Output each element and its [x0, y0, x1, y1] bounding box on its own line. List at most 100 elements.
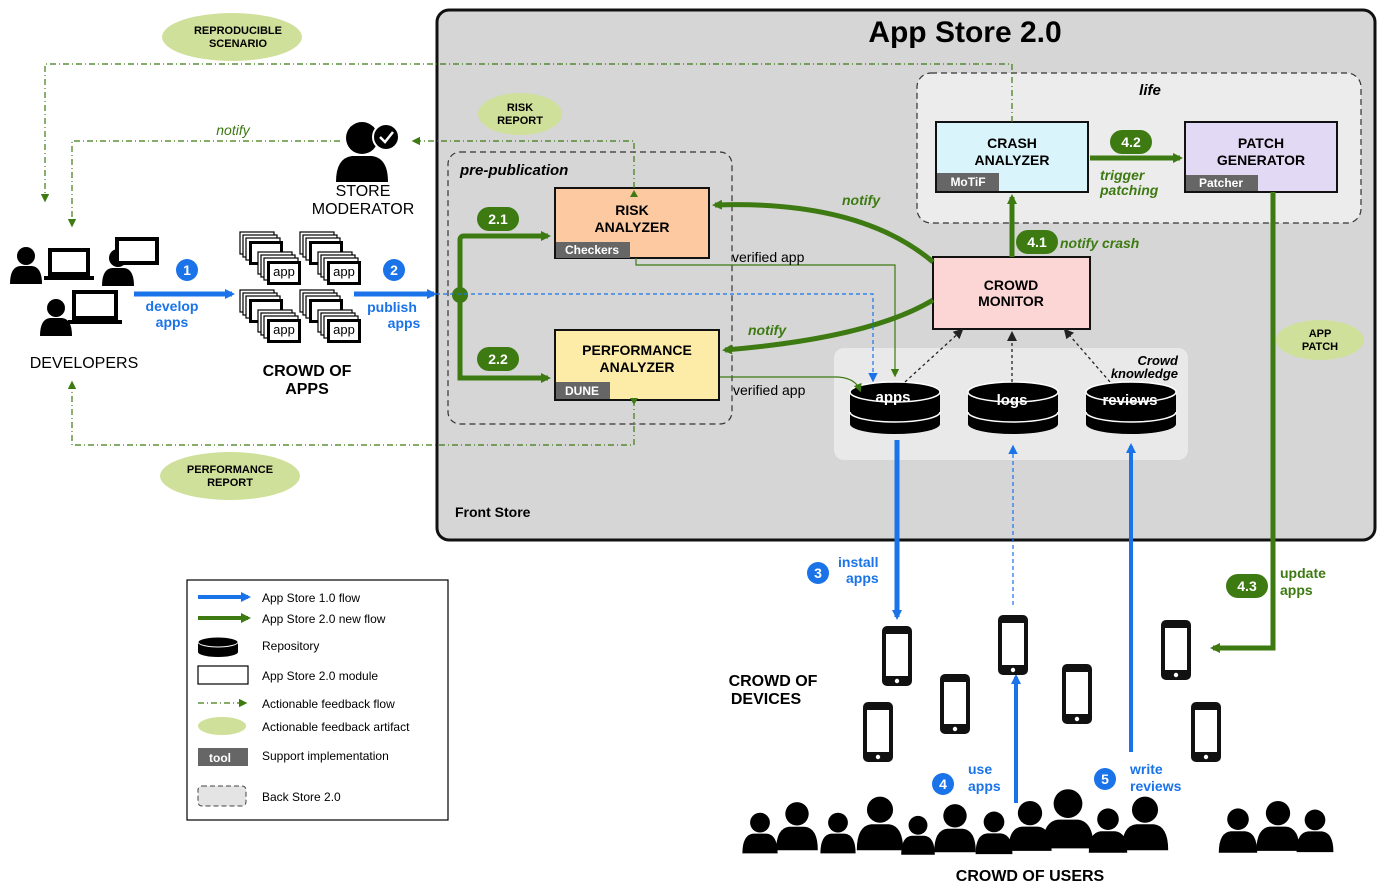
app-icon-labels: app app app app — [273, 264, 355, 337]
checkers-tool: Checkers — [565, 243, 619, 257]
flow-2-2 — [457, 295, 551, 383]
legend-tool-box — [198, 748, 248, 766]
crowd-knowledge-label-2: knowledge — [1111, 366, 1178, 381]
patch-generator-title-2: GENERATOR — [1217, 152, 1305, 168]
logs-repository-label: logs — [997, 392, 1028, 409]
app-store-title: App Store 2.0 — [868, 16, 1061, 49]
use-label-1: use — [968, 761, 992, 777]
app-patch-1: APP — [1309, 328, 1332, 340]
store-moderator-label-2: MODERATOR — [312, 201, 415, 218]
risk-analyzer-title-2: ANALYZER — [595, 219, 670, 235]
svg-text:app: app — [333, 322, 355, 337]
develop-label-1: develop — [146, 298, 199, 314]
svg-text:app: app — [333, 264, 355, 279]
store-moderator-icon — [336, 122, 400, 182]
performance-analyzer-title-1: PERFORMANCE — [582, 342, 692, 358]
risk-analyzer-module: RISK ANALYZER Checkers — [554, 187, 710, 259]
legend-back-store-box — [197, 785, 247, 807]
app-patch-2: PATCH — [1302, 341, 1338, 353]
crowd-monitor-notify-risk — [712, 199, 935, 264]
install-label-2: apps — [846, 570, 879, 586]
risk-report-artifact: RISK REPORT — [478, 93, 562, 135]
legend-tool-label: tool — [209, 751, 231, 765]
svg-text:2.1: 2.1 — [488, 211, 508, 227]
svg-text:4.2: 4.2 — [1121, 134, 1141, 150]
step-1: 1 — [176, 259, 198, 281]
motif-tool: MoTiF — [950, 175, 985, 189]
dune-tool: DUNE — [565, 384, 599, 398]
risk-report-flow — [411, 136, 635, 188]
step-4-3: 4.3 — [1226, 574, 1268, 598]
legend-module-box — [197, 665, 249, 685]
legend: App Store 1.0 flow App Store 2.0 new flo… — [186, 579, 449, 821]
notify-performance-label: notify — [748, 322, 787, 338]
crash-analyzer-module: CRASH ANALYZER MoTiF — [935, 121, 1089, 193]
trigger-label-1: trigger — [1100, 167, 1146, 183]
crowd-of-devices-label-2: DEVICES — [731, 691, 802, 708]
performance-analyzer-title-2: ANALYZER — [600, 359, 675, 375]
step-4-1: 4.1 — [1016, 230, 1058, 254]
flow-4-3 — [1210, 192, 1276, 653]
apps-repository: apps — [849, 381, 941, 434]
publish-label-2: apps — [388, 315, 421, 331]
verified-app-label-2: verified app — [733, 382, 806, 398]
svg-text:4.3: 4.3 — [1237, 578, 1257, 594]
crowd-of-users-label: CROWD OF USERS — [956, 868, 1105, 885]
risk-report-2: REPORT — [497, 115, 543, 127]
reproducible-scenario-1: REPRODUCIBLE — [194, 25, 282, 37]
crowd-of-apps-label-1: CROWD OF — [263, 363, 352, 380]
developers-icon — [10, 237, 159, 336]
pre-publication-label: pre-publication — [459, 162, 568, 179]
feedback-flows — [40, 63, 1013, 446]
crowd-monitor-module: CROWD MONITOR — [932, 256, 1091, 330]
knowledge-flows — [904, 328, 1111, 383]
step-4: 4 — [932, 773, 954, 795]
patcher-tool: Patcher — [1199, 176, 1243, 190]
legend-item-8: Back Store 2.0 — [262, 790, 341, 804]
svg-text:3: 3 — [814, 565, 822, 581]
store-moderator-label-1: STORE — [336, 183, 391, 200]
reviews-repository-label: reviews — [1102, 392, 1157, 409]
verified-app-label-1: verified app — [732, 249, 805, 265]
legend-item-1: App Store 1.0 flow — [262, 591, 360, 605]
crash-analyzer-title-1: CRASH — [987, 135, 1037, 151]
reproducible-scenario-2: SCENARIO — [209, 38, 268, 50]
performance-report-flow — [67, 380, 635, 446]
legend-item-2: App Store 2.0 new flow — [262, 612, 386, 626]
crowd-of-apps-label-2: APPS — [285, 381, 329, 398]
front-store-label: Front Store — [455, 504, 531, 520]
logs-repository: logs — [967, 381, 1059, 434]
develop-label-2: apps — [156, 314, 189, 330]
crowd-monitor-title-1: CROWD — [984, 277, 1038, 293]
reproducible-scenario-artifact: REPRODUCIBLE SCENARIO — [162, 13, 302, 61]
risk-report-1: RISK — [507, 102, 533, 114]
legend-artifact-ellipse — [198, 717, 246, 735]
use-label-2: apps — [968, 778, 1001, 794]
publish-junction — [452, 287, 468, 303]
crowd-of-users-icon — [742, 789, 1334, 855]
publish-label-1: publish — [367, 299, 417, 315]
legend-item-3: Repository — [262, 639, 319, 653]
reviews-repository: reviews — [1085, 381, 1177, 434]
crash-analyzer-title-2: ANALYZER — [975, 152, 1050, 168]
crowd-of-devices-label-1: CROWD OF — [729, 673, 818, 690]
crowd-monitor-title-2: MONITOR — [978, 293, 1044, 309]
step-2: 2 — [383, 259, 405, 281]
notify-risk-label: notify — [842, 192, 881, 208]
crowd-of-devices-icon — [863, 615, 1221, 762]
write-label-2: reviews — [1130, 778, 1182, 794]
patch-generator-module: PATCH GENERATOR Patcher — [1184, 121, 1338, 193]
legend-item-4: App Store 2.0 module — [262, 669, 378, 683]
performance-report-1: PERFORMANCE — [187, 464, 273, 476]
step-5: 5 — [1094, 768, 1116, 790]
step-4-2: 4.2 — [1110, 130, 1152, 154]
svg-text:1: 1 — [183, 262, 191, 278]
notify-crash-label: notify crash — [1060, 235, 1139, 251]
svg-text:app: app — [273, 322, 295, 337]
patch-generator-title-1: PATCH — [1238, 135, 1284, 151]
performance-analyzer-module: PERFORMANCE ANALYZER DUNE — [554, 329, 720, 401]
performance-report-artifact: PERFORMANCE REPORT — [160, 452, 300, 500]
risk-analyzer-title-1: RISK — [615, 202, 648, 218]
write-label-1: write — [1129, 761, 1163, 777]
crowd-monitor-notify-performance — [722, 297, 935, 355]
